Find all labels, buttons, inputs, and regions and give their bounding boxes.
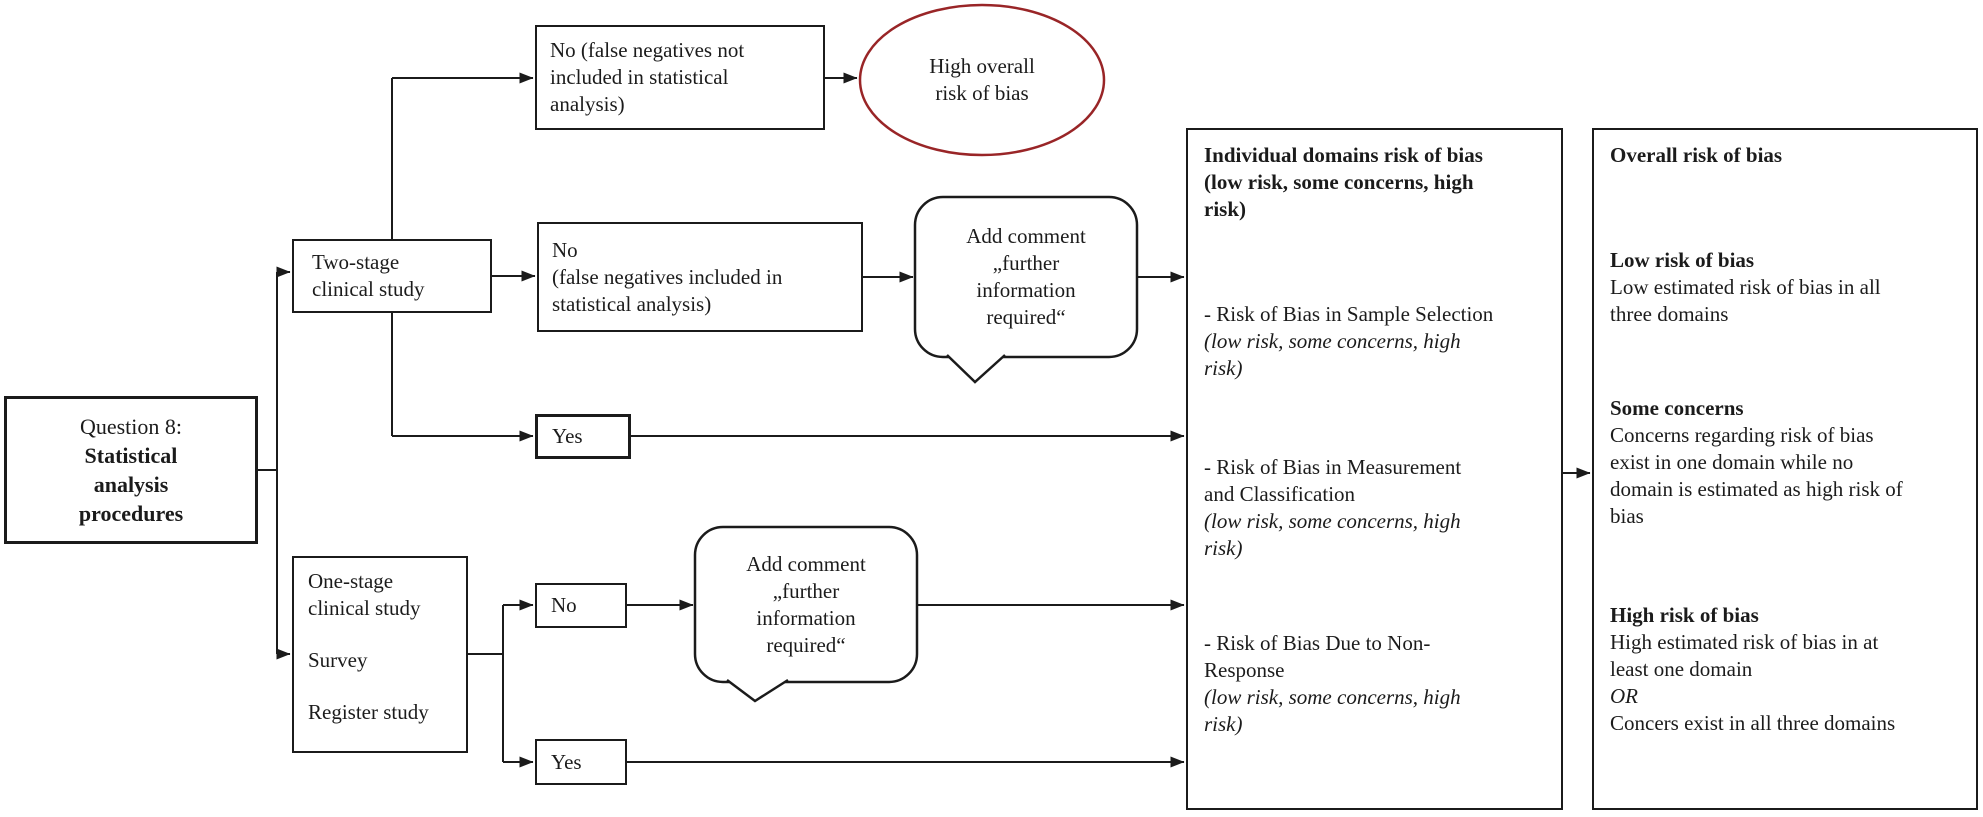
question-box-line: Statistical [84,443,178,468]
bubble-top-line: required“ [986,305,1066,329]
no-bot-label: No [551,593,577,617]
question-box-line: Question 8: [79,414,183,439]
bubble-top-line: „further [992,251,1060,275]
one-stage-line: Register study [308,700,429,724]
one-stage-line: clinical study [308,596,421,620]
one-stage-line: Survey [308,648,368,672]
overall-section-high: High risk of bias High estimated risk of… [1610,603,1896,735]
one-stage-box: One-stage clinical study Survey Register… [292,556,468,753]
no-mid-box: No (false negatives included in statisti… [537,222,863,332]
high-overall-line: High overall [929,54,1035,78]
bubble-top-tail [946,354,1006,384]
bubble-bottom-line: „further [772,578,840,603]
two-stage-line: Two-stage [312,250,400,274]
yes-bot-box: Yes [535,739,627,785]
two-stage-line: clinical study [312,277,425,301]
high-overall-ellipse-text: High overall risk of bias [860,5,1104,155]
one-stage-line: One-stage [308,569,394,593]
no-mid-line: statistical analysis) [552,291,712,316]
question-box-line: analysis [93,472,169,497]
domains-panel-header: Individual domains risk of bias (low ris… [1204,143,1483,221]
domain-item-non-response: - Risk of Bias Due to Non- Response (low… [1204,631,1461,736]
two-stage-box: Two-stage clinical study [292,239,492,313]
no-top-box: No (false negatives not included in stat… [535,25,825,130]
yes-mid-label: Yes [552,424,583,448]
question-box: Question 8: Statistical analysis procedu… [4,396,258,544]
no-mid-line: (false negatives included in [552,264,783,289]
no-top-line: analysis) [550,92,625,116]
no-bot-box: No [535,583,627,628]
bubble-top-line: Add comment [966,224,1086,248]
comment-bubble-top-text: Add comment „further information require… [915,197,1137,357]
high-overall-line: risk of bias [935,81,1029,105]
comment-bubble-bottom-shape [693,525,919,703]
overall-panel: Overall risk of bias Low risk of bias Lo… [1592,128,1978,810]
overall-section-low: Low risk of bias Low estimated risk of b… [1610,248,1881,326]
domain-item-measurement: - Risk of Bias in Measurement and Classi… [1204,455,1462,560]
bubble-bottom-line: information [756,605,856,630]
no-mid-line: No [552,237,578,262]
question-box-line: procedures [78,501,184,526]
overall-panel-header: Overall risk of bias [1610,143,1783,167]
no-top-line: included in statistical [550,65,729,89]
high-overall-ellipse-shape [858,3,1106,157]
domains-panel: Individual domains risk of bias (low ris… [1186,128,1563,810]
no-top-line: No (false negatives not [550,38,745,62]
yes-mid-box: Yes [535,414,631,459]
yes-bot-label: Yes [551,749,582,774]
domain-item-sample-selection: - Risk of Bias in Sample Selection (low … [1204,302,1494,380]
bubble-bottom-tail [726,678,789,703]
overall-section-some-concerns: Some concerns Concerns regarding risk of… [1610,396,1903,528]
comment-bubble-bottom-text: Add comment „further information require… [695,527,917,682]
comment-bubble-top-shape [913,195,1139,384]
bubble-top-line: information [976,278,1076,302]
bubble-bottom-line: Add comment [746,551,866,576]
bubble-bottom-line: required“ [766,632,846,657]
